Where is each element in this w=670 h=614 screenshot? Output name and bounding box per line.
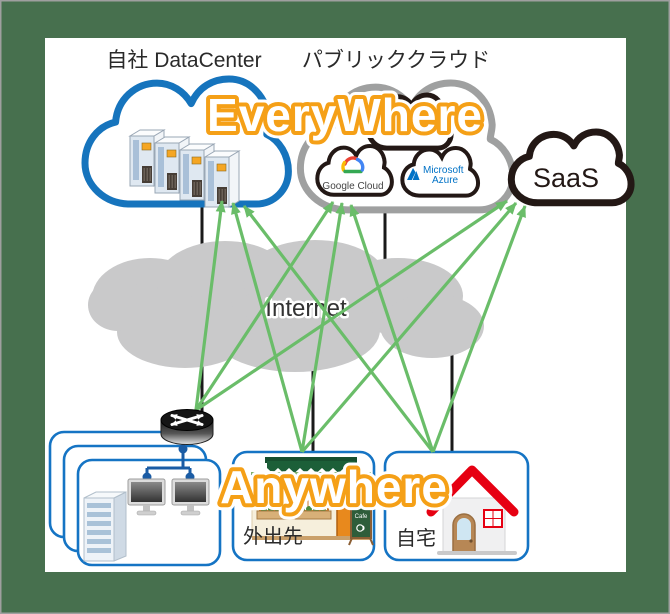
link-home-datacenter	[242, 205, 435, 453]
title-anywhere: Anywhere Anywhere	[213, 454, 454, 520]
google-cloud-label: Google Cloud	[322, 181, 383, 192]
link-office-datacenter	[194, 200, 226, 411]
out-of-office-box: Cafe 外出先	[231, 450, 376, 562]
link-outside-saas	[300, 201, 518, 454]
office-building-icon	[83, 491, 127, 562]
google-cloud-logo-icon	[341, 156, 365, 174]
svg-text:EveryWhere: EveryWhere	[207, 89, 483, 141]
link-outside-datacenter	[231, 202, 304, 453]
cafe-signboard: Cafe	[348, 505, 374, 546]
home-label: 自宅	[396, 527, 436, 550]
azure-logo-icon	[407, 168, 420, 180]
storefront-window	[256, 492, 294, 520]
internet-cloud: Internet	[88, 240, 484, 372]
home-box: 自宅	[383, 450, 530, 562]
link-office-saas	[195, 199, 508, 412]
link-home-saas	[431, 205, 527, 453]
link-office-public-cloud	[194, 201, 335, 411]
public-cloud: Google Cloud Microsoft Azure	[300, 83, 512, 210]
title-everywhere: EveryWhere EveryWhere	[200, 82, 489, 148]
azure-mini-cloud: Microsoft Azure	[400, 146, 480, 198]
out-of-office-label: 外出先	[243, 525, 303, 548]
router-icon	[160, 409, 214, 445]
internet-label: Internet	[265, 295, 347, 322]
svg-text:Anywhere: Anywhere	[220, 461, 448, 513]
house-roof	[426, 465, 519, 517]
google-cloud-mini-cloud: Google Cloud	[315, 144, 394, 197]
link-lines	[194, 199, 527, 454]
svg-text:Anywhere: Anywhere	[220, 461, 448, 513]
saas-label: SaaS	[533, 163, 599, 193]
azure-label: Azure	[432, 175, 459, 186]
public-cloud-label: パブリッククラウド	[302, 49, 490, 72]
storefront-window	[294, 492, 332, 520]
storefront-plaque	[327, 489, 334, 500]
cafe-sign-label: Cafe	[355, 514, 368, 520]
saas-cloud: SaaS	[511, 132, 631, 203]
link-home-public-cloud	[349, 204, 435, 453]
link-outside-public-cloud	[300, 202, 346, 453]
svg-text:EveryWhere: EveryWhere	[207, 89, 483, 141]
microsoft-label: Microsoft	[423, 165, 464, 176]
datacenter-label: 自社 DataCenter	[106, 49, 261, 72]
storefront-icon: Cafe	[251, 457, 374, 546]
storefront-plaque	[361, 487, 368, 498]
house-icon	[426, 465, 519, 555]
